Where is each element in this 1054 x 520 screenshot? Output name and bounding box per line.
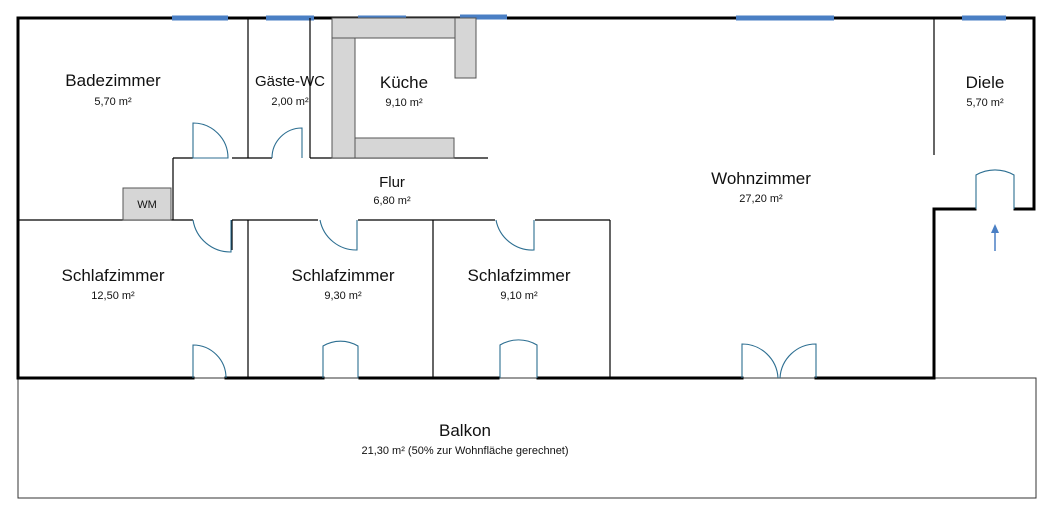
counter [354,137,455,159]
door [495,219,535,251]
washing-machine-label: WM [137,199,157,211]
door [192,344,227,379]
counter [331,17,477,39]
entrance-door [975,169,1015,209]
room-area-schlafzimmer-2: 9,30 m² [324,290,362,302]
room-name-kueche: Küche [380,73,428,92]
room-area-badezimmer: 5,70 m² [94,96,132,108]
room-name-flur: Flur [379,174,405,191]
door [499,339,538,378]
room-area-flur: 6,80 m² [373,195,411,207]
room-area-kueche: 9,10 m² [385,97,423,109]
door [741,343,779,379]
room-area-wohnzimmer: 27,20 m² [739,193,783,205]
entrance-arrow-icon [991,224,999,251]
balcony-outline [17,377,1037,499]
counter [454,17,477,79]
door [271,127,303,159]
room-name-badezimmer: Badezimmer [65,71,161,90]
room-name-wohnzimmer: Wohnzimmer [711,169,811,188]
room-name-balkon: Balkon [439,421,491,440]
room-area-gaeste-wc: 2,00 m² [271,96,309,108]
room-name-schlafzimmer-1: Schlafzimmer [62,266,165,285]
door [319,219,358,251]
door [779,343,817,379]
kitchen-counters [331,17,477,159]
room-area-schlafzimmer-1: 12,50 m² [91,290,135,302]
room-name-gaeste-wc: Gäste-WC [255,73,325,90]
room-name-diele: Diele [966,73,1005,92]
room-area-diele: 5,70 m² [966,97,1004,109]
room-area-balkon: 21,30 m² (50% zur Wohnfläche gerechnet) [361,445,568,457]
counter [331,37,356,159]
doors [192,122,1015,379]
door [192,122,229,159]
room-area-schlafzimmer-3: 9,10 m² [500,290,538,302]
room-name-schlafzimmer-2: Schlafzimmer [292,266,395,285]
door [192,219,232,253]
washing-machine [122,187,172,221]
room-name-schlafzimmer-3: Schlafzimmer [468,266,571,285]
door [322,340,359,378]
